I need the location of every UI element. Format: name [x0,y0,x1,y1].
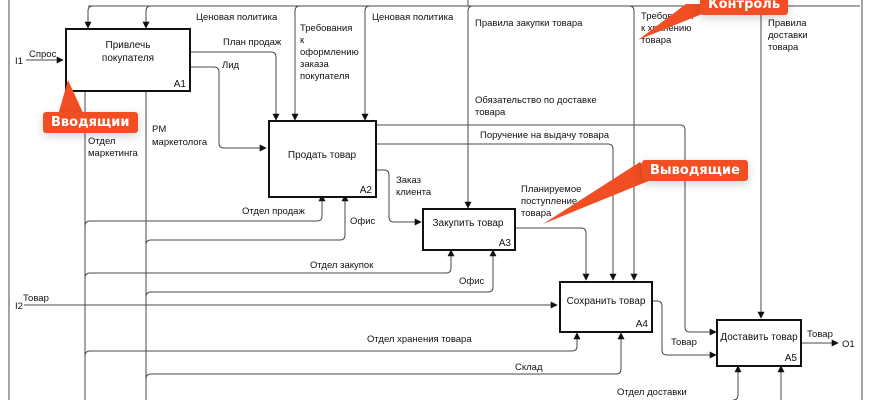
label-planned-receipt-1: Планируемое [521,184,581,195]
arrow-delivery-obligation [376,124,717,336]
control-arrows [84,0,860,319]
label-goods-a4-a5: Товар [671,337,697,348]
arrow-warehouse [145,332,625,380]
callout-outputs-pointer [543,162,656,224]
block-a5-node: A5 [785,353,798,364]
label-order-req-2: к [300,35,305,46]
arrow-delivery-dept [732,365,742,400]
label-sales-plan: План продаж [223,37,282,48]
output-o1-label: Товар [807,329,833,340]
block-a1-node: A1 [174,79,187,90]
label-price-policy-2: Ценовая политика [372,12,454,23]
block-a5-label: Доставить товар [720,332,798,343]
label-delivery-obligation-2: товара [475,107,506,118]
arrow-office-1 [145,194,349,246]
callout-inputs-pointer [58,80,84,115]
label-purchase-rules: Правила закупки товара [475,18,583,29]
block-a3[interactable]: Закупить товар A3 [422,208,516,251]
block-a5[interactable]: Доставить товар A5 [716,319,802,367]
label-order-req-1: Требования [300,23,352,34]
arrow-sales-dept [84,194,326,227]
callout-inputs: Вводящии [43,112,138,133]
label-order-req-3: оформлению [300,47,359,58]
block-a1-label-2: покупателя [102,53,154,64]
block-a4-label: Сохранить товар [567,296,646,307]
input-i2-label: Товар [23,293,49,304]
block-a2-node: A2 [360,185,373,196]
block-a2-label: Продать товар [288,150,357,161]
label-pm-marketer-1: PM [152,124,166,135]
label-delivery-rules-2: доставки [768,30,808,41]
block-a2-box[interactable] [268,120,377,198]
label-delivery-rules-3: товара [768,42,799,53]
label-marketing-dept-2: маркетинга [88,148,138,159]
callout-control: Контроль [700,0,789,15]
arrow-price-policy-a2 [361,5,371,121]
label-storage-dept: Отдел хранения товара [367,334,472,345]
arrow-issue-order [376,143,617,281]
block-a3-box[interactable] [422,208,516,251]
label-planned-receipt-3: товара [521,208,552,219]
label-office-2: Офис [459,276,485,287]
label-lead: Лид [222,60,240,71]
arrow-planned-receipt [515,227,590,281]
label-delivery-dept: Отдел доставки [617,387,687,398]
label-order-req-4: заказа [300,59,330,70]
arrow-sales-plan [190,51,280,121]
callout-outputs: Выводящие [642,160,748,181]
block-a1-label-1: Привлечь [106,40,151,51]
label-issue-order: Поручение на выдачу товара [480,130,610,141]
arrow-lead [190,66,267,152]
block-a4-node: A4 [636,319,649,330]
arrow-purchasing-dept [84,249,455,279]
label-pm-marketer-2: маркетолога [152,137,208,148]
callout-control-pointer [638,4,702,40]
arrow-price-policy-a1-2 [142,5,152,29]
input-i2-code: I2 [15,301,23,312]
arrow-purchase-rules [464,5,474,209]
label-warehouse: Склад [515,362,543,373]
label-price-policy-1: Ценовая политика [196,12,278,23]
label-client-order-1: Заказ [396,175,421,186]
arrow-client-order [376,169,422,226]
label-client-order-2: клиента [396,187,432,198]
label-office-1: Офис [350,216,376,227]
label-sales-dept: Отдел продаж [242,206,305,217]
block-a4[interactable]: Сохранить товар A4 [559,281,653,333]
block-a5-box[interactable] [716,319,802,367]
block-a1[interactable]: Привлечь покупателя A1 [65,28,191,92]
block-a3-node: A3 [499,238,512,249]
block-a3-label: Закупить товар [432,218,503,229]
label-storage-req-3: товара [641,35,672,46]
label-purchasing-dept: Отдел закупок [310,260,374,271]
label-order-req-5: покупателя [300,71,350,82]
input-i1-code: I1 [15,56,23,67]
arrow-office-2 [145,249,497,298]
arrow-price-policy-a1-1 [84,5,94,29]
block-a2[interactable]: Продать товар A2 [268,120,377,198]
block-a4-box[interactable] [559,281,653,333]
arrow-goods-a4-a5 [652,300,717,359]
label-storage-req-1: Требования [641,11,693,22]
input-i1-label: Спрос [29,49,57,60]
label-planned-receipt-2: поступление [521,196,577,207]
block-a1-box[interactable] [65,28,191,92]
label-delivery-obligation-1: Обязательство по доставке [475,95,597,106]
arrow-storage-requirements [628,5,638,281]
label-marketing-dept-1: Отдел [88,136,115,147]
arrow-storage-dept [84,332,581,357]
arrow-order-requirements [291,5,301,121]
output-o1-code: O1 [842,339,855,350]
label-delivery-rules-1: Правила [768,18,807,29]
